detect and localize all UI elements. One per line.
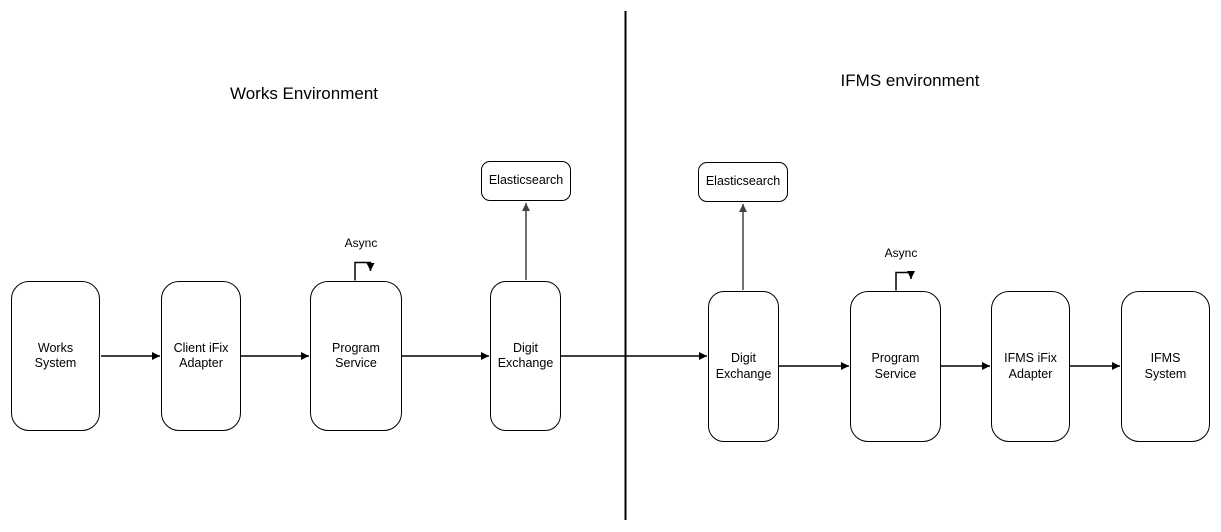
node-digit-exchange-works: Digit Exchange	[490, 281, 561, 431]
node-ifms-system: IFMS System	[1121, 291, 1210, 442]
works-environment-title: Works Environment	[229, 84, 378, 103]
node-elasticsearch-ifms: Elasticsearch	[698, 162, 788, 202]
async-label-ifms: Async	[884, 246, 918, 260]
node-digit-exchange-ifms: Digit Exchange	[708, 291, 779, 442]
node-program-service-ifms: Program Service	[850, 291, 941, 442]
node-ifms-ifix-adapter: IFMS iFix Adapter	[991, 291, 1070, 442]
node-works-system: Works System	[11, 281, 100, 431]
node-program-service-works: Program Service	[310, 281, 402, 431]
async-self-loop-ifms	[895, 271, 915, 291]
node-client-ifix-adapter: Client iFix Adapter	[161, 281, 241, 431]
async-self-loop-works	[354, 261, 375, 281]
ifms-environment-title: IFMS environment	[840, 71, 980, 90]
node-elasticsearch-works: Elasticsearch	[481, 161, 571, 201]
async-label-works: Async	[344, 236, 378, 250]
